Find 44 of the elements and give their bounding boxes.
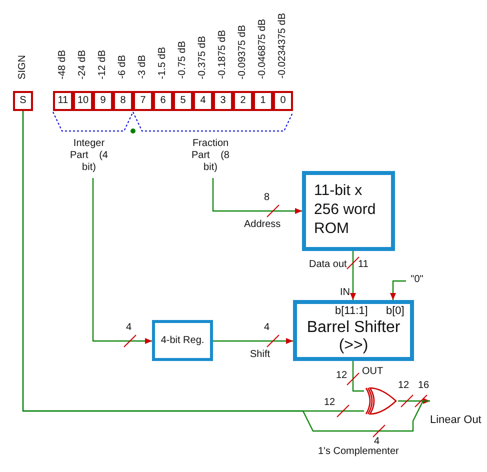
port-label: OUT (362, 366, 384, 378)
wire (350, 251, 356, 300)
weight-label: -24 dB (77, 50, 89, 79)
weight-label: -0.046875 dB (257, 18, 269, 79)
field-label: Integer Part (4 bit) (69, 138, 109, 178)
block-title: Barrel Shifter (>>) (306, 319, 402, 355)
port-label: Data out (309, 259, 347, 271)
field-label: "0" (406, 274, 428, 288)
port-label: b[0] (386, 305, 404, 317)
signal-label: Shift (250, 349, 270, 361)
weight-label: -3 dB (137, 55, 149, 79)
bus-width-label: 4 (264, 322, 270, 334)
weight-label: -12 dB (97, 50, 109, 79)
output-label: Linear Out (430, 396, 484, 428)
wire (22, 111, 430, 432)
wire (398, 398, 430, 404)
field-label: Fraction Part (8 bit) (190, 138, 231, 178)
register-block: 4-bit Reg. (152, 320, 213, 361)
weight-label: -0.1875 dB (217, 30, 229, 79)
bus-width-label: 4 (126, 322, 132, 334)
bus-width-label: 12 (398, 380, 410, 392)
wire (213, 338, 293, 344)
signal-label: Address (244, 219, 281, 231)
weight-label: -0.0234375 dB (277, 13, 289, 79)
wire (212, 178, 302, 214)
block-label: 1's Complementer (318, 446, 399, 458)
weight-label: -1.5 dB (157, 46, 169, 79)
wire (390, 280, 406, 300)
weight-label: -48 dB (57, 50, 69, 79)
bus-width-label: 12 (324, 397, 336, 409)
port-label: IN (340, 287, 350, 299)
field-label: SIGN (17, 54, 29, 79)
weight-label: -0.375 dB (197, 36, 209, 79)
bus-width-label: 16 (418, 380, 430, 392)
bus-width-label: 11 (358, 259, 368, 271)
bus-width-label: 12 (336, 370, 348, 382)
weight-label: -0.09375 dB (237, 24, 249, 79)
wire (92, 178, 152, 344)
weight-label: -6 dB (117, 55, 129, 79)
bus-width-label: 4 (374, 436, 380, 447)
port-label: b[11:1] (335, 305, 368, 317)
wire (352, 361, 364, 392)
bus-width-label: 8 (264, 192, 270, 204)
weight-label: -0.75 dB (177, 41, 189, 79)
